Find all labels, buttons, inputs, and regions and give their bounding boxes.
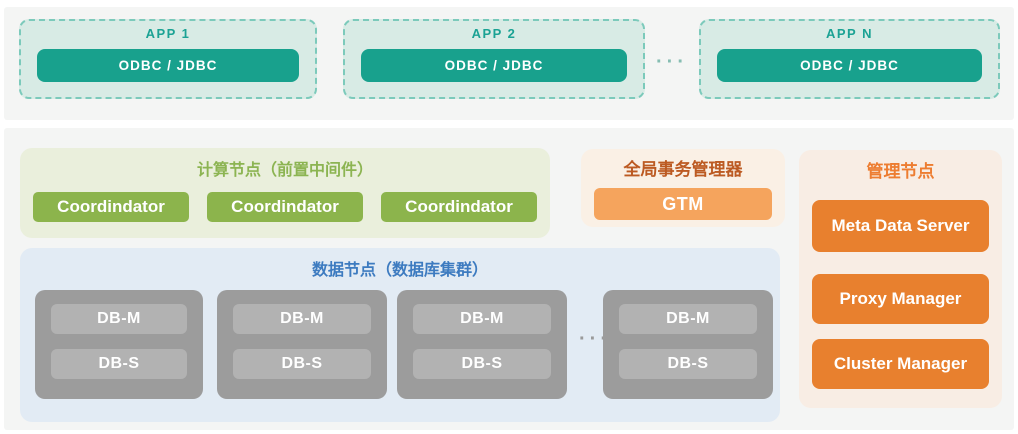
odbc-jdbc-label-1: ODBC / JDBC	[118, 58, 218, 73]
application-tier-band: APP 1 ODBC / JDBC APP 2 ODBC / JDBC ··· …	[4, 7, 1014, 120]
coordinator-box-2: Coordindator	[207, 192, 363, 222]
db-master-3: DB-M	[413, 304, 551, 334]
coordinator-box-1: Coordindator	[33, 192, 189, 222]
odbc-jdbc-box-2: ODBC / JDBC	[361, 49, 627, 82]
coordinator-box-3: Coordindator	[381, 192, 537, 222]
db-slave-1: DB-S	[51, 349, 187, 379]
gtm-box: GTM	[594, 188, 772, 220]
cluster-manager-box: Cluster Manager	[812, 339, 989, 389]
app-box-1: APP 1 ODBC / JDBC	[19, 19, 317, 99]
db-group-2: DB-M DB-S	[217, 290, 387, 399]
proxy-manager-box: Proxy Manager	[812, 274, 989, 324]
data-node-panel: 数据节点（数据库集群） DB-M DB-S DB-M DB-S DB-M DB-…	[20, 248, 780, 422]
compute-node-panel: 计算节点（前置中间件） Coordindator Coordindator Co…	[20, 148, 550, 238]
db-group-3: DB-M DB-S	[397, 290, 567, 399]
app-n-label: APP N	[826, 26, 873, 41]
gtm-panel-title: 全局事务管理器	[623, 160, 743, 179]
app-ellipsis: ···	[656, 51, 688, 73]
db-slave-n: DB-S	[619, 349, 757, 379]
db-group-n: DB-M DB-S	[603, 290, 773, 399]
coordinator-row: Coordindator Coordindator Coordindator	[20, 192, 550, 222]
odbc-jdbc-box-n: ODBC / JDBC	[717, 49, 982, 82]
db-slave-3: DB-S	[413, 349, 551, 379]
odbc-jdbc-label-n: ODBC / JDBC	[800, 58, 899, 73]
management-panel-title: 管理节点	[866, 162, 935, 181]
db-slave-2: DB-S	[233, 349, 371, 379]
app-1-label: APP 1	[145, 26, 191, 41]
compute-panel-title: 计算节点（前置中间件）	[196, 162, 373, 179]
management-panel: 管理节点 Meta Data Server Proxy Manager Clus…	[799, 150, 1002, 408]
db-master-n: DB-M	[619, 304, 757, 334]
gtm-panel: 全局事务管理器 GTM	[581, 149, 785, 227]
app-box-n: APP N ODBC / JDBC	[699, 19, 1000, 99]
db-group-1: DB-M DB-S	[35, 290, 203, 399]
db-master-2: DB-M	[233, 304, 371, 334]
db-ellipsis: ···	[579, 328, 611, 350]
app-2-label: APP 2	[471, 26, 517, 41]
db-group-row: DB-M DB-S DB-M DB-S DB-M DB-S ··· DB-M D…	[20, 290, 780, 399]
odbc-jdbc-label-2: ODBC / JDBC	[444, 58, 544, 73]
odbc-jdbc-box-1: ODBC / JDBC	[37, 49, 299, 82]
meta-data-server-box: Meta Data Server	[812, 200, 989, 252]
app-box-2: APP 2 ODBC / JDBC	[343, 19, 645, 99]
data-panel-title: 数据节点（数据库集群）	[311, 262, 488, 279]
cluster-band: 计算节点（前置中间件） Coordindator Coordindator Co…	[4, 128, 1014, 430]
db-master-1: DB-M	[51, 304, 187, 334]
